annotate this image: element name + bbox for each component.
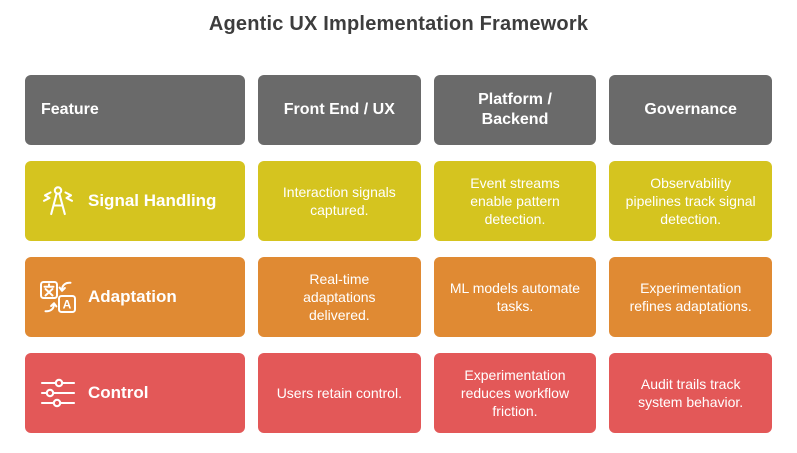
cell-signal-platform: Event streams enable pattern detection. (433, 161, 597, 241)
cell-control-front-end: Users retain control. (258, 353, 421, 433)
header-feature: Feature (25, 75, 245, 145)
header-platform-backend: Platform / Backend (433, 75, 597, 145)
page-title: Agentic UX Implementation Framework (208, 13, 589, 35)
svg-text:A: A (63, 298, 72, 312)
header-front-end-ux: Front End / UX (258, 75, 421, 145)
feature-cell-control: Control (25, 353, 245, 433)
cell-signal-front-end: Interaction signals captured. (258, 161, 421, 241)
framework-table: Feature Front End / UX Platform / Backen… (25, 75, 772, 433)
feature-label: Adaptation (88, 287, 177, 306)
cell-control-governance: Audit trails track system behavior. (609, 353, 772, 433)
antenna-icon (38, 181, 78, 221)
feature-label: Control (88, 383, 149, 402)
cell-adaptation-front-end: Real-time adaptations delivered. (258, 257, 421, 337)
cell-adaptation-governance: Experimentation refines adaptations. (609, 257, 772, 337)
cell-signal-governance: Observability pipelines track signal det… (609, 161, 772, 241)
cell-control-platform: Experimentation reduces workflow frictio… (433, 353, 597, 433)
feature-label: Signal Handling (88, 191, 217, 210)
feature-cell-adaptation: A Adaptation (25, 257, 245, 337)
translate-icon: A (38, 277, 78, 317)
feature-cell-signal-handling: Signal Handling (25, 161, 245, 241)
header-governance: Governance (609, 75, 772, 145)
cell-adaptation-platform: ML models automate tasks. (433, 257, 597, 337)
sliders-icon (38, 373, 78, 413)
